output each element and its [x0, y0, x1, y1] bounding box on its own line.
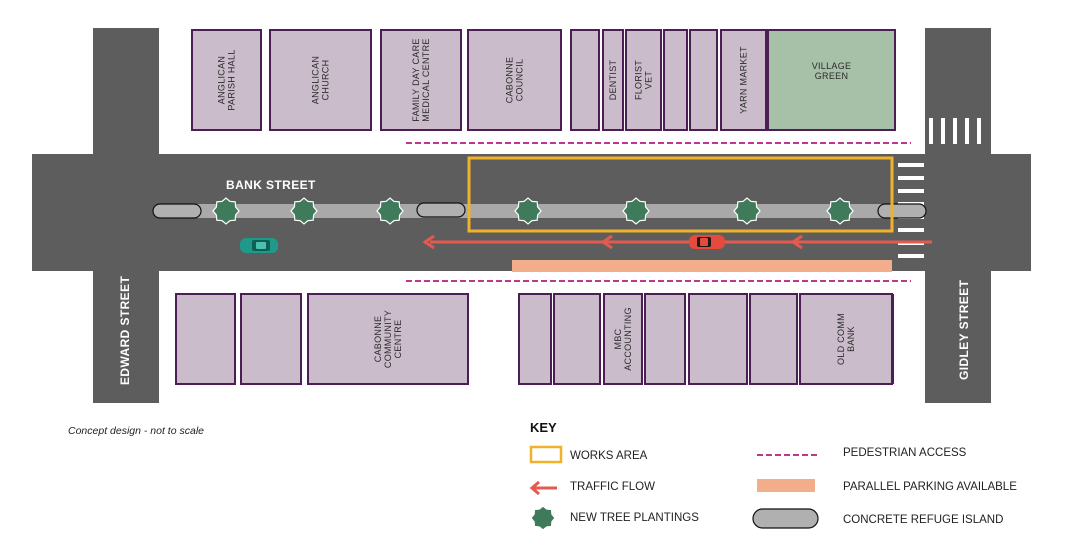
south-buildings [175, 293, 894, 385]
south-building-3-label-line-3: CENTRE [393, 320, 403, 359]
building-north-6 [602, 29, 624, 131]
bank-street-label: BANK STREET [226, 178, 316, 192]
building-north-9 [689, 29, 718, 131]
building-south-1 [175, 293, 236, 385]
key-works-area-swatch [529, 445, 563, 464]
north-building-4-label-line-1: CABONNE [505, 57, 515, 104]
building-north-8 [663, 29, 688, 131]
key-island-label: CONCRETE REFUGE ISLAND [843, 514, 1003, 526]
north-building-3-label-line-2: MEDICAL CENTRE [421, 38, 431, 121]
north-building-11-label-line-1: VILLAGE [812, 61, 852, 71]
building-north-3 [380, 29, 462, 131]
north-building-1-label-line-2: PARISH HALL [227, 49, 237, 110]
edward-street-label: EDWARD STREET [118, 276, 132, 385]
north-building-1-label-line-1: ANGLICAN [217, 56, 227, 104]
north-building-7-label-line-2: VET [644, 71, 654, 90]
key-legend: KEY WORKS AREA TRAFFIC FLOW NEW TREE PLA… [529, 420, 1017, 531]
building-north-10 [720, 29, 767, 131]
key-traffic-flow-label: TRAFFIC FLOW [570, 481, 655, 493]
tree-3 [376, 197, 404, 225]
key-parking-label: PARALLEL PARKING AVAILABLE [843, 481, 1017, 493]
building-north-7 [625, 29, 662, 131]
building-south-7 [644, 293, 686, 385]
tree-plantings [212, 197, 854, 225]
works-area-box [467, 156, 894, 233]
north-building-2-label-line-2: CHURCH [321, 60, 331, 101]
north-buildings [191, 29, 896, 131]
building-south-9 [749, 293, 798, 385]
traffic-flow-arrow [422, 234, 932, 250]
south-building-6-label-line-2: ACCOUNTING [623, 307, 633, 371]
key-island-swatch [752, 508, 819, 529]
tree-2 [290, 197, 318, 225]
building-south-4 [518, 293, 552, 385]
key-tree-icon [530, 505, 556, 531]
refuge-island-middle [416, 202, 466, 218]
north-building-7-label-line-1: FLORIST [634, 60, 644, 100]
refuge-island-east [877, 203, 927, 219]
south-building-6-label-line-1: MBC [613, 328, 623, 349]
building-south-3 [307, 293, 469, 385]
building-north-5 [570, 29, 600, 131]
key-parking-swatch [757, 479, 815, 492]
building-north-4 [467, 29, 562, 131]
car-teal [240, 238, 278, 253]
building-south-8 [688, 293, 748, 385]
key-traffic-flow-swatch [529, 480, 557, 496]
building-south-2 [240, 293, 302, 385]
south-building-3-label-line-1: CABONNE [373, 316, 383, 363]
building-north-1 [191, 29, 262, 131]
key-works-area-label: WORKS AREA [570, 450, 648, 462]
parallel-parking-zone [512, 260, 892, 272]
concept-note: Concept design - not to scale [68, 425, 204, 437]
key-title: KEY [530, 420, 557, 435]
tree-4 [514, 197, 542, 225]
south-building-10-label-line-2: BANK [846, 326, 856, 352]
tree-7 [826, 197, 854, 225]
median-strip [175, 204, 915, 218]
north-building-11-label-line-2: GREEN [815, 71, 849, 81]
north-building-6-label-line-1: DENTIST [608, 60, 618, 101]
key-tree-swatch [530, 505, 556, 531]
building-north-2 [269, 29, 372, 131]
north-building-4-label-line-2: COUNCIL [515, 59, 525, 102]
building-south-6 [603, 293, 643, 385]
north-building-3-label-line-1: FAMILY DAY CARE [411, 38, 421, 121]
building-south-5 [553, 293, 601, 385]
key-pedestrian-label: PEDESTRIAN ACCESS [843, 447, 967, 459]
gidley-street-label: GIDLEY STREET [957, 279, 971, 380]
key-tree-label: NEW TREE PLANTINGS [570, 512, 699, 524]
tree-6 [733, 197, 761, 225]
car-red [689, 235, 725, 249]
north-building-10-label-line-1: YARN MARKET [739, 46, 749, 114]
south-building-10-label-line-1: OLD COMM [836, 313, 846, 365]
tree-1 [212, 197, 240, 225]
crosswalk-north [929, 118, 981, 144]
tree-5 [622, 197, 650, 225]
building-south-10 [799, 293, 893, 385]
south-building-3-label-line-2: COMMUNITY [383, 310, 393, 368]
north-building-2-label-line-1: ANGLICAN [311, 56, 321, 104]
refuge-island-west [152, 203, 202, 219]
